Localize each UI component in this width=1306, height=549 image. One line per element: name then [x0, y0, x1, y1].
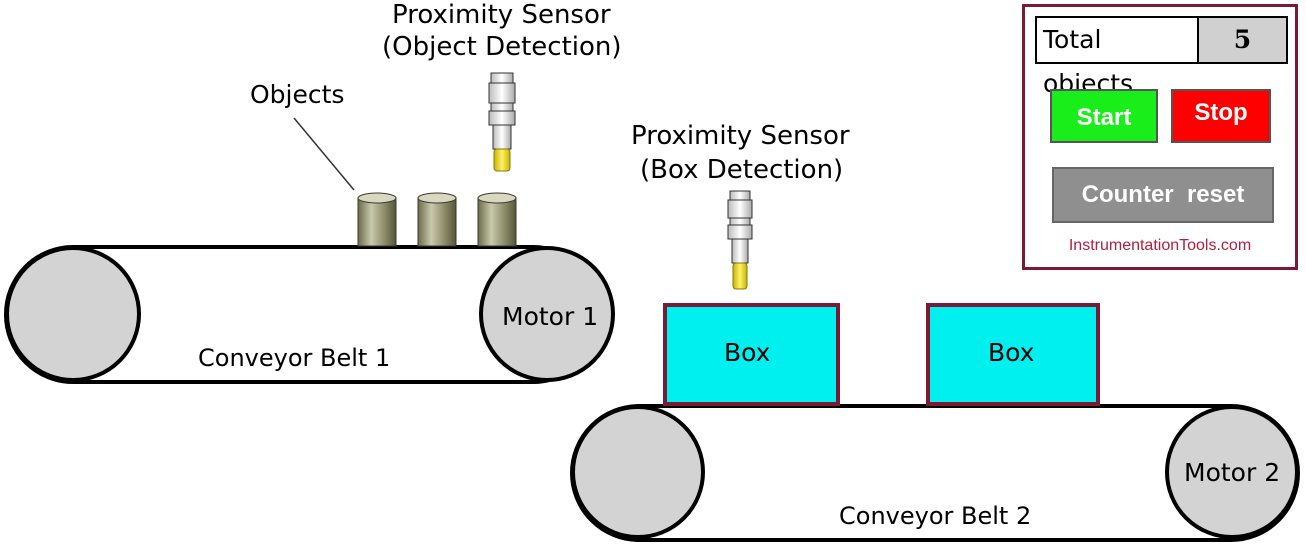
control-panel: Total objects 5 Start Stop Counter reset…: [1022, 4, 1298, 270]
box-1: [663, 303, 840, 406]
box-2: [926, 303, 1100, 406]
watermark-text: InstrumentationTools.com: [1068, 237, 1252, 254]
objects-label: Objects: [250, 80, 345, 109]
conveyor-belt-2: [570, 404, 1300, 542]
objects-pointer-line: [293, 117, 355, 191]
sensor-1-subtitle: (Object Detection): [382, 32, 622, 62]
total-objects-value: 5: [1199, 18, 1286, 62]
counter-reset-button[interactable]: Counter reset: [1052, 167, 1274, 223]
proximity-sensor-box-detection-icon: [727, 190, 753, 290]
motor-1-roller: [479, 246, 615, 382]
sensor-2-subtitle: (Box Detection): [640, 155, 844, 185]
motor-2-label: Motor 2: [1184, 458, 1281, 487]
belt-2-left-roller: [571, 405, 705, 539]
conveyor-belt-1: [4, 245, 615, 384]
motor-1-label: Motor 1: [502, 302, 599, 331]
belt-1-left-roller: [5, 246, 141, 382]
box-1-label: Box: [724, 338, 771, 367]
motor-2-roller: [1165, 405, 1299, 539]
sensor-1-title: Proximity Sensor: [392, 0, 611, 30]
object-cylinder: [417, 192, 457, 247]
start-button[interactable]: Start: [1050, 89, 1158, 143]
box-2-label: Box: [988, 338, 1035, 367]
object-cylinder: [357, 192, 397, 247]
conveyor-belt-1-label: Conveyor Belt 1: [198, 344, 391, 372]
total-objects-counter: Total objects 5: [1035, 16, 1288, 98]
sensor-2-title: Proximity Sensor: [631, 121, 850, 151]
proximity-sensor-object-detection-icon: [488, 72, 516, 172]
total-objects-label: Total objects: [1037, 18, 1199, 98]
conveyor-belt-2-label: Conveyor Belt 2: [839, 502, 1032, 530]
stop-button[interactable]: Stop: [1171, 89, 1271, 143]
objects-group: [357, 192, 517, 247]
object-cylinder: [477, 192, 517, 247]
